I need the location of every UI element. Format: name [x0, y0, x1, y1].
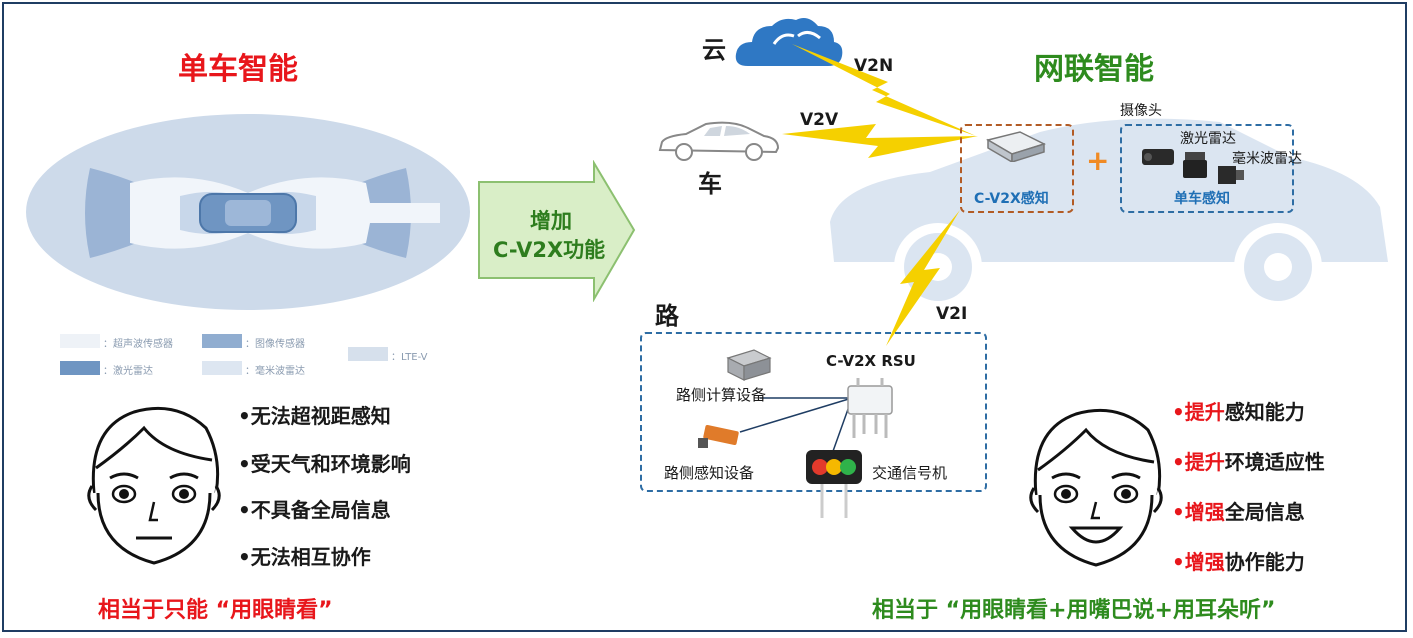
right-bullet-1: •提升感知能力 — [1172, 396, 1305, 425]
vehicle-label: 车 — [698, 170, 722, 198]
cloud-label: 云 — [702, 36, 726, 64]
smiling-face-icon — [1029, 408, 1163, 567]
right-summary: 相当于 “用眼睛看+用嘴巴说+用耳朵听” — [872, 598, 1276, 623]
legend-lidar: ：激光雷达 — [103, 366, 153, 377]
single-perception-box — [1120, 124, 1294, 213]
left-bullet-1: •无法超视距感知 — [238, 404, 391, 428]
compute-device-icon — [726, 349, 772, 381]
legend-swatch-ltev — [348, 347, 388, 361]
neutral-face-icon — [87, 406, 221, 565]
roadside-sensing-label: 路侧感知设备 — [664, 464, 755, 482]
right-bullet-1-text: 感知能力 — [1224, 400, 1305, 424]
v2v-bolt-icon — [782, 124, 978, 158]
v2i-label: V2I — [936, 304, 968, 324]
v2i-bolt-icon — [886, 210, 960, 346]
legend-ultrasonic: ：超声波传感器 — [103, 339, 173, 350]
traffic-light-icon — [806, 450, 862, 518]
legend-mmwave: ：毫米波雷达 — [245, 366, 305, 377]
legend-swatch-mmwave — [202, 361, 242, 375]
road-label: 路 — [655, 302, 679, 330]
arrow-label-line1: 增加 — [530, 209, 572, 233]
single-perception-label: 单车感知 — [1174, 191, 1230, 207]
right-bullet-2-highlight: •提升 — [1172, 450, 1225, 474]
legend-swatch-lidar — [60, 361, 100, 375]
legend-swatch-ultrasonic — [60, 334, 100, 348]
sensor-coverage-illustration — [26, 114, 470, 310]
camera-icon — [1142, 149, 1174, 165]
traffic-signal-label: 交通信号机 — [872, 464, 948, 482]
legend-swatch-image — [202, 334, 242, 348]
right-bullet-3-highlight: •增强 — [1172, 500, 1225, 524]
rsu-device-icon — [847, 378, 893, 438]
vehicle-icon — [658, 121, 780, 161]
cv2x-perception-label: C-V2X感知 — [974, 191, 1049, 207]
camera-label: 摄像头 — [1120, 103, 1162, 119]
arrow-label-line2: C-V2X功能 — [493, 238, 606, 262]
v2n-bolt-icon — [792, 44, 976, 136]
v2v-label: V2V — [800, 110, 839, 130]
mmwave-radar-icon — [1218, 166, 1244, 184]
roadside-camera-icon — [698, 424, 739, 448]
right-bullet-2-text: 环境适应性 — [1224, 450, 1325, 474]
mmwave-label: 毫米波雷达 — [1232, 151, 1302, 167]
right-bullet-1-highlight: •提升 — [1172, 400, 1225, 424]
left-bullet-3: •不具备全局信息 — [238, 498, 391, 522]
right-bullet-2: •提升环境适应性 — [1172, 446, 1325, 475]
roadside-compute-label: 路侧计算设备 — [676, 386, 767, 404]
right-bullet-4-text: 协作能力 — [1224, 550, 1305, 574]
obu-device-icon — [986, 131, 1046, 162]
right-bullet-3-text: 全局信息 — [1224, 500, 1305, 524]
rsu-label: C-V2X RSU — [826, 352, 916, 370]
legend-ltev: ：LTE-V — [391, 352, 428, 363]
roadside-box — [640, 332, 987, 492]
right-bullet-4-highlight: •增强 — [1172, 550, 1225, 574]
right-title: 网联智能 — [1034, 52, 1154, 87]
left-bullet-4: •无法相互协作 — [238, 545, 371, 569]
cv2x-perception-box — [960, 124, 1074, 213]
left-title: 单车智能 — [178, 52, 298, 87]
legend-image: ：图像传感器 — [245, 339, 305, 350]
left-bullet-2: •受天气和环境影响 — [238, 452, 411, 476]
lidar-icon — [1183, 152, 1207, 178]
right-bullet-3: •增强全局信息 — [1172, 496, 1305, 525]
plus-sign: + — [1086, 144, 1110, 177]
left-summary: 相当于只能 “用眼睛看” — [98, 598, 333, 623]
lidar-label: 激光雷达 — [1180, 131, 1236, 147]
v2n-label: V2N — [854, 56, 894, 76]
right-bullet-4: •增强协作能力 — [1172, 546, 1305, 575]
add-cv2x-arrow — [478, 160, 636, 302]
